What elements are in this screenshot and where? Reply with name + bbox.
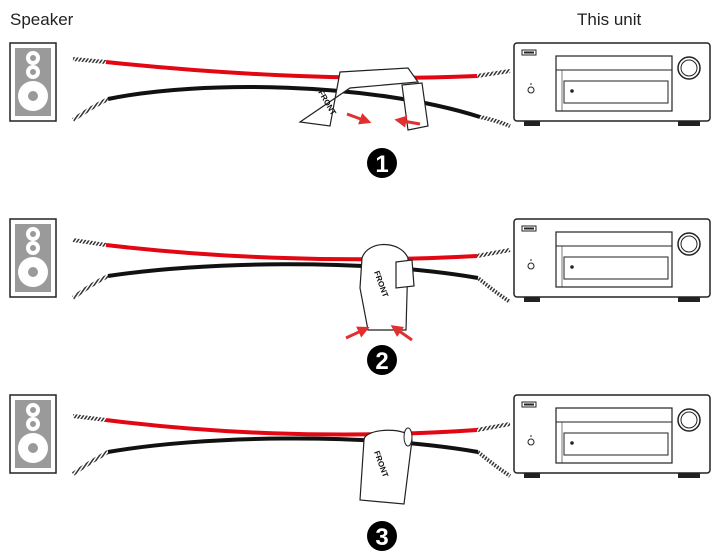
step-number: 3	[375, 524, 388, 551]
step-number: 1	[375, 151, 388, 178]
label-tape	[298, 67, 420, 127]
receiver-unit-icon	[513, 394, 711, 479]
red-wire	[105, 60, 478, 80]
red-wire	[105, 243, 478, 262]
black-wire	[107, 262, 479, 280]
step-badge	[367, 148, 397, 178]
speaker-icon	[9, 394, 57, 474]
receiver-unit-icon	[513, 42, 711, 127]
black-wire	[107, 436, 479, 454]
step-1-panel: FRONT 1	[9, 42, 711, 178]
step-3-panel: FRONT 3	[9, 394, 711, 551]
label-tape	[359, 429, 413, 505]
speaker-icon	[9, 42, 57, 122]
step-badge	[367, 345, 397, 375]
red-wire	[105, 418, 478, 437]
receiver-unit-icon	[513, 218, 711, 303]
black-wire	[107, 85, 481, 119]
unit-label: This unit	[577, 10, 642, 29]
step-number: 2	[375, 348, 388, 375]
speaker-icon	[9, 218, 57, 298]
step-badge	[367, 521, 397, 551]
step-2-panel: FRONT 2	[9, 218, 711, 375]
speaker-label: Speaker	[10, 10, 74, 29]
arrow-icon	[343, 106, 375, 131]
